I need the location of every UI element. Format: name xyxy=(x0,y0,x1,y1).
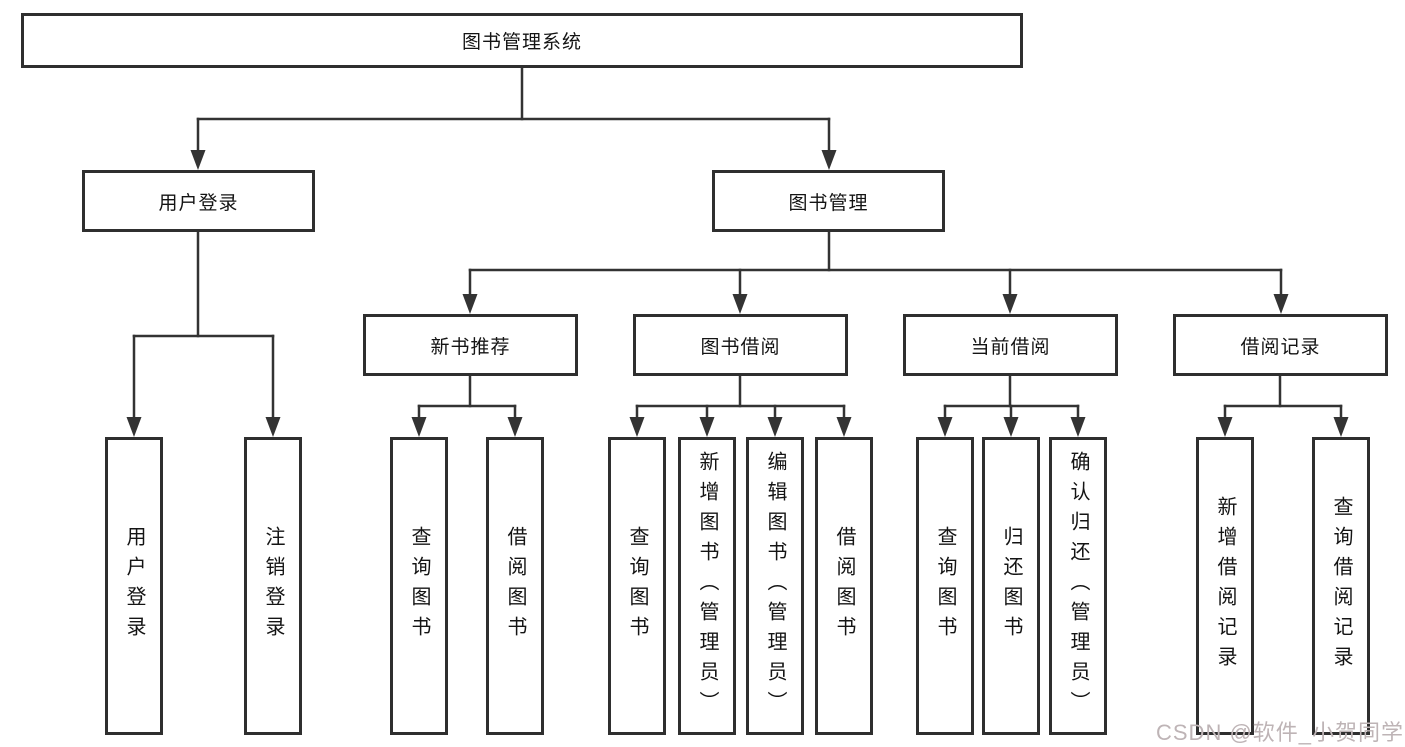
node-leaf-borrow-books-recommend: 借阅图书 xyxy=(486,437,544,735)
node-new-book-recommend: 新书推荐 xyxy=(363,314,578,376)
arrowhead-icon xyxy=(937,417,953,437)
node-leaf-query-books-current: 查询图书 xyxy=(916,437,974,735)
csdn-watermark: CSDN @软件_小贺同学 xyxy=(1156,720,1405,745)
node-book-management: 图书管理 xyxy=(712,170,945,232)
node-leaf-add-book-admin: 新增图书（管理员） xyxy=(678,437,736,735)
arrowhead-icon xyxy=(629,417,645,437)
node-current-borrow: 当前借阅 xyxy=(903,314,1118,376)
arrowhead-icon xyxy=(462,294,478,314)
arrowhead-icon xyxy=(821,150,837,170)
node-label: 查询图书 xyxy=(626,526,648,646)
node-leaf-edit-book-admin: 编辑图书（管理员） xyxy=(746,437,804,735)
arrowhead-icon xyxy=(732,294,748,314)
arrowhead-icon xyxy=(836,417,852,437)
node-label: 新增图书（管理员） xyxy=(696,451,718,721)
arrowhead-icon xyxy=(1003,417,1019,437)
node-label: 用户登录 xyxy=(158,192,239,214)
node-leaf-confirm-return-admin: 确认归还（管理员） xyxy=(1049,437,1107,735)
arrowhead-icon xyxy=(411,417,427,437)
node-label: 当前借阅 xyxy=(970,336,1051,358)
node-label: 借阅图书 xyxy=(504,526,526,646)
arrowhead-icon xyxy=(1273,294,1289,314)
node-label: 用户登录 xyxy=(123,526,145,646)
arrowhead-icon xyxy=(1217,417,1233,437)
node-root: 图书管理系统 xyxy=(21,13,1023,68)
node-label: 图书借阅 xyxy=(700,336,781,358)
node-label: 查询借阅记录 xyxy=(1330,496,1352,676)
node-label: 图书管理系统 xyxy=(461,32,582,53)
node-label: 归还图书 xyxy=(1000,526,1022,646)
node-label: 编辑图书（管理员） xyxy=(764,451,786,721)
node-leaf-user-login: 用户登录 xyxy=(105,437,163,735)
arrowhead-icon xyxy=(767,417,783,437)
node-label: 确认归还（管理员） xyxy=(1067,451,1089,721)
node-leaf-borrow-books: 借阅图书 xyxy=(815,437,873,735)
node-label: 新书推荐 xyxy=(430,336,511,358)
node-label: 查询图书 xyxy=(934,526,956,646)
arrowhead-icon xyxy=(265,417,281,437)
arrowhead-icon xyxy=(1070,417,1086,437)
arrowhead-icon xyxy=(507,417,523,437)
node-label: 借阅图书 xyxy=(833,526,855,646)
node-label: 新增借阅记录 xyxy=(1214,496,1236,676)
node-leaf-logout: 注销登录 xyxy=(244,437,302,735)
node-label: 借阅记录 xyxy=(1240,336,1321,358)
node-leaf-return-book: 归还图书 xyxy=(982,437,1040,735)
arrowhead-icon xyxy=(190,150,206,170)
node-user-login: 用户登录 xyxy=(82,170,315,232)
node-label: 注销登录 xyxy=(262,526,284,646)
node-label: 图书管理 xyxy=(788,192,869,214)
arrowhead-icon xyxy=(1333,417,1349,437)
node-label: 查询图书 xyxy=(408,526,430,646)
arrowhead-icon xyxy=(1002,294,1018,314)
arrowhead-icon xyxy=(126,417,142,437)
node-leaf-query-books-borrow: 查询图书 xyxy=(608,437,666,735)
node-leaf-query-borrow-record: 查询借阅记录 xyxy=(1312,437,1370,735)
arrowhead-icon xyxy=(699,417,715,437)
node-leaf-add-borrow-record: 新增借阅记录 xyxy=(1196,437,1254,735)
node-borrow-records: 借阅记录 xyxy=(1173,314,1388,376)
node-book-borrow: 图书借阅 xyxy=(633,314,848,376)
node-leaf-query-books-recommend: 查询图书 xyxy=(390,437,448,735)
